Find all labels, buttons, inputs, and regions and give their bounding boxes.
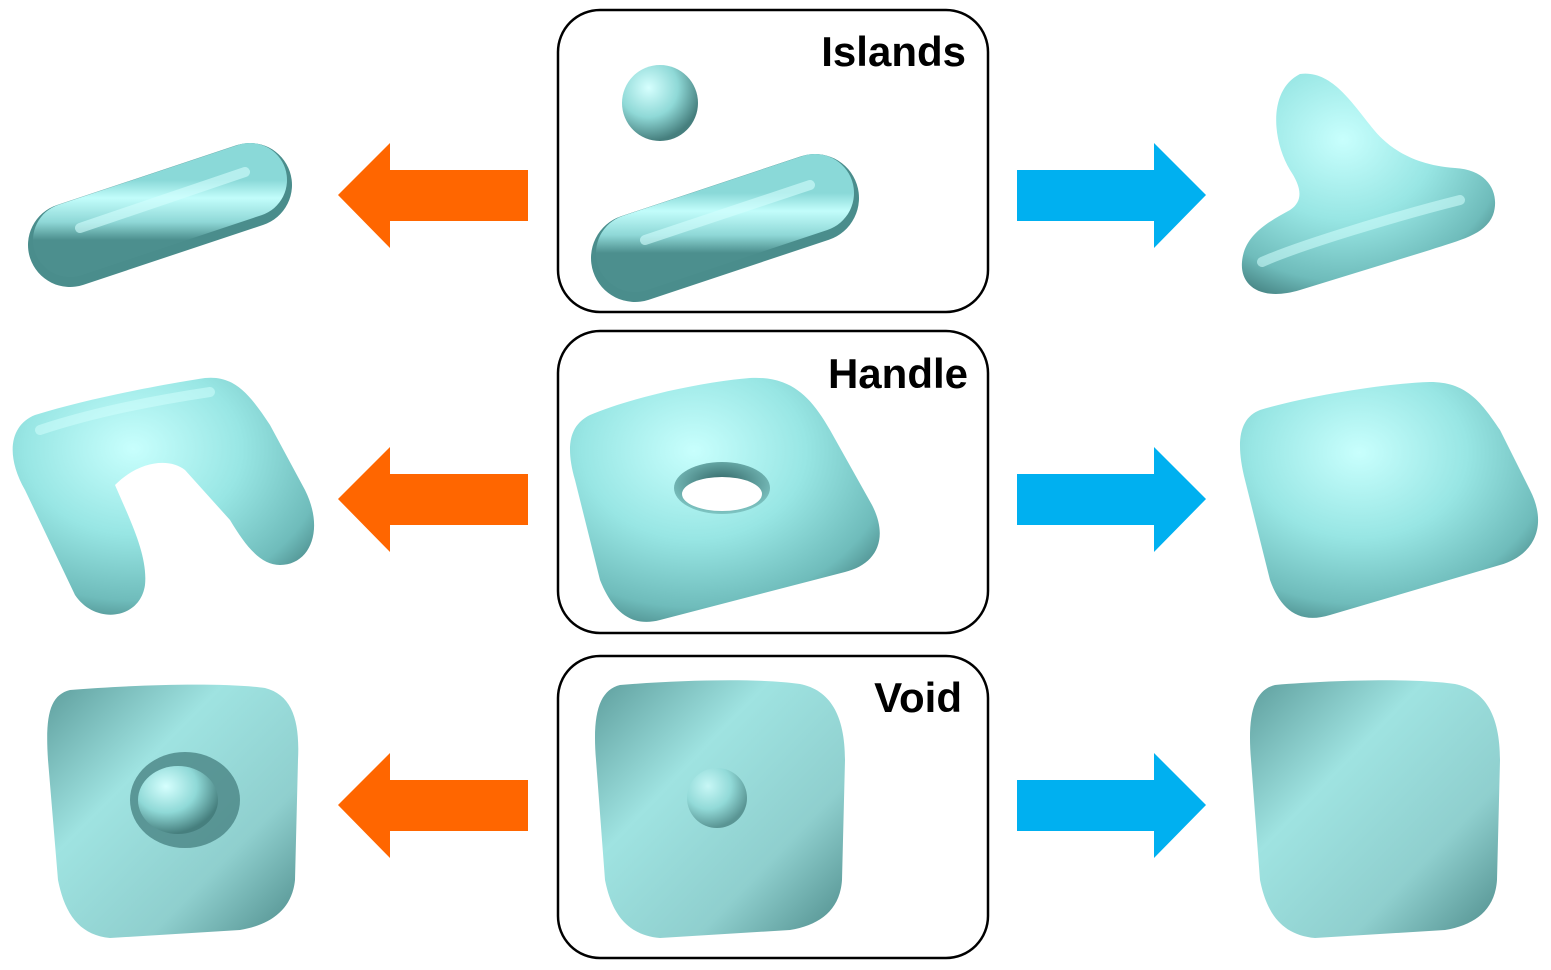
row-islands: Islands	[28, 8, 1496, 314]
row-handle: Handle	[12, 329, 1539, 635]
handle-right-filled-shape	[1240, 382, 1539, 618]
orange-left-arrow-icon	[338, 447, 528, 552]
void-right-cube-shape	[1250, 680, 1500, 938]
orange-left-arrow-icon	[338, 143, 528, 248]
row-void: Void	[47, 654, 1500, 960]
handle-panel: Handle	[556, 329, 990, 635]
void-left-cube-shape	[47, 684, 299, 938]
void-inner-sphere-shape	[687, 768, 747, 828]
islands-capsule-shape	[591, 154, 859, 302]
orange-left-arrow-icon	[338, 753, 528, 858]
void-cube-shape	[595, 680, 845, 938]
panel-title-handle: Handle	[828, 350, 968, 397]
blue-right-arrow-icon	[1017, 753, 1206, 858]
islands-small-sphere-shape	[622, 65, 698, 141]
panel-title-void: Void	[874, 674, 962, 721]
islands-panel: Islands	[556, 8, 990, 314]
handle-left-arch-shape	[12, 377, 315, 615]
islands-left-capsule-shape	[28, 143, 292, 287]
blue-right-arrow-icon	[1017, 143, 1206, 248]
islands-right-merged-shape	[1241, 73, 1496, 294]
handle-torus-shape	[570, 377, 880, 622]
blue-right-arrow-icon	[1017, 447, 1206, 552]
void-panel: Void	[556, 654, 990, 960]
panel-title-islands: Islands	[821, 28, 966, 75]
